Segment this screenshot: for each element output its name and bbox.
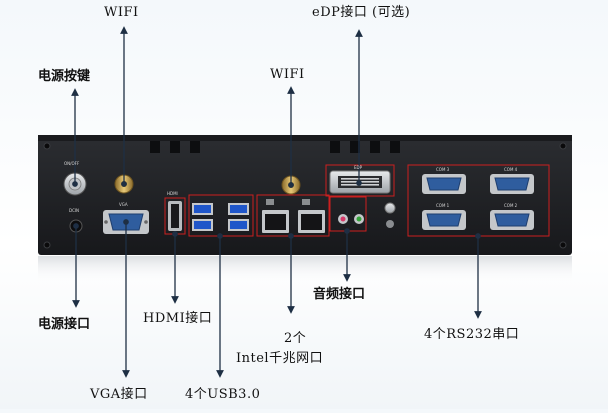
panel-label-com1: COM 1	[436, 203, 450, 208]
panel-label-on-off: ON/OFF	[64, 161, 80, 166]
audio-jacks-graphic	[338, 214, 364, 224]
ground-screw	[384, 202, 396, 228]
label-power-port: 电源接口	[38, 317, 91, 332]
panel-label-hdmi: HDMI	[167, 191, 178, 196]
label-lan-count: 2个	[284, 331, 307, 346]
label-hdmi: HDMI接口	[143, 311, 213, 326]
panel-label-com2: COM 2	[504, 203, 518, 208]
label-edp: eDP接口 (可选)	[312, 5, 411, 20]
label-wifi-left: WIFI	[104, 5, 139, 20]
panel-label-dcin: DCIN	[69, 208, 80, 213]
label-lan-type: Intel千兆网口	[236, 351, 324, 366]
label-wifi-mid: WIFI	[270, 67, 305, 82]
com1-port	[422, 210, 466, 230]
panel-label-vga: VGA	[119, 202, 128, 207]
edp-highlight-box	[325, 164, 395, 197]
usb-ports-graphic	[192, 203, 249, 231]
hdmi-port-graphic	[168, 201, 182, 231]
chassis	[38, 135, 572, 282]
com2-port	[490, 210, 534, 230]
com4-port	[490, 174, 534, 194]
label-vga: VGA接口	[90, 387, 148, 402]
com-ports-graphic	[422, 174, 534, 230]
label-usb: 4个USB3.0	[185, 387, 261, 402]
label-rs232: 4个RS232串口	[424, 327, 520, 342]
lan-ports-graphic	[262, 199, 325, 233]
label-audio: 音频接口	[313, 287, 366, 302]
com3-port	[422, 174, 466, 194]
label-power-button: 电源按键	[38, 69, 91, 84]
leader-lines	[71, 26, 482, 378]
highlight-boxes	[164, 164, 550, 237]
panel-label-com4: COM 4	[504, 167, 518, 172]
panel-label-edp: EDP	[354, 165, 363, 170]
panel-label-com3: COM 3	[436, 167, 450, 172]
